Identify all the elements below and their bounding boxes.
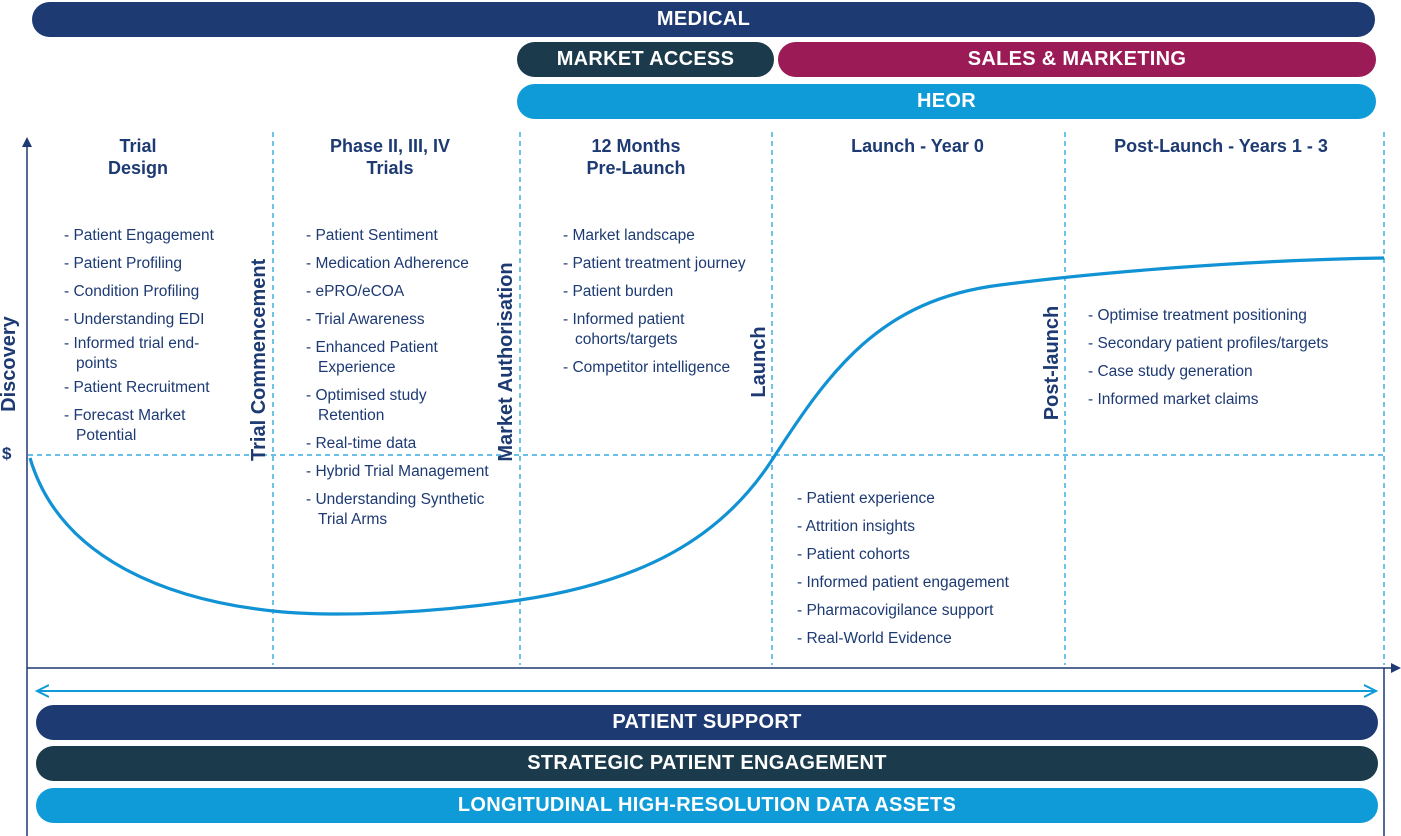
list-item: Case study generation <box>1088 362 1388 382</box>
list-item: Optimise treatment positioning <box>1088 306 1388 326</box>
phase-header-launch: Launch - Year 0 <box>780 135 1055 157</box>
phase-title-line1: 12 Months <box>591 136 681 156</box>
list-item: Patient treatment journey <box>563 254 753 274</box>
list-item: Trial Awareness <box>306 310 491 330</box>
phase-list-trial-design: Patient Engagement Patient Profiling Con… <box>64 226 234 454</box>
list-item: ePRO/eCOA <box>306 282 491 302</box>
band-medical: MEDICAL <box>32 2 1375 37</box>
list-item: Condition Profiling <box>64 282 234 302</box>
milestone-market-authorisation: Market Authorisation <box>495 262 517 462</box>
list-item: Patient Sentiment <box>306 226 491 246</box>
list-item: Informed market claims <box>1088 390 1388 410</box>
list-item: Forecast Market Potential <box>64 406 234 446</box>
list-item: Competitor intelligence <box>563 358 753 378</box>
phase-header-trials: Phase II, III, IV Trials <box>280 135 500 179</box>
milestone-post-launch: Post-launch <box>1041 305 1063 421</box>
phase-list-launch: Patient experience Attrition insights Pa… <box>797 489 1062 657</box>
list-item: Understanding Synthetic Trial Arms <box>306 490 491 530</box>
phase-title-line1: Trial <box>119 136 157 156</box>
phase-title-line1: Launch - Year 0 <box>851 136 984 156</box>
milestone-trial-commencement: Trial Commencement <box>248 258 270 461</box>
list-item: Patient Profiling <box>64 254 234 274</box>
list-item: Optimised study Retention <box>306 386 491 426</box>
band-market-access: MARKET ACCESS <box>517 42 774 77</box>
list-item: Understanding EDI <box>64 310 234 330</box>
band-data-assets: LONGITUDINAL HIGH-RESOLUTION DATA ASSETS <box>36 788 1378 823</box>
phase-title-line2: Trials <box>366 158 414 178</box>
phase-title-line1: Phase II, III, IV <box>329 136 451 156</box>
phase-title-line2: Pre-Launch <box>586 158 686 178</box>
list-item: Patient Recruitment <box>64 378 234 398</box>
band-heor: HEOR <box>517 84 1376 119</box>
list-item: Informed patient engagement <box>797 573 1062 593</box>
list-item: Patient experience <box>797 489 1062 509</box>
list-item: Attrition insights <box>797 517 1062 537</box>
band-sales-marketing: SALES & MARKETING <box>778 42 1376 77</box>
y-axis-label: Discovery <box>0 316 20 412</box>
list-item: Informed patient cohorts/targets <box>563 310 753 350</box>
list-item: Patient Engagement <box>64 226 234 246</box>
phase-title-line1: Post-Launch - Years 1 - 3 <box>1114 136 1328 156</box>
list-item: Hybrid Trial Management <box>306 462 491 482</box>
list-item: Market landscape <box>563 226 753 246</box>
phase-header-post-launch: Post-Launch - Years 1 - 3 <box>1070 135 1372 157</box>
list-item: Medication Adherence <box>306 254 491 274</box>
list-item: Secondary patient profiles/targets <box>1088 334 1388 354</box>
band-strategic-engagement: STRATEGIC PATIENT ENGAGEMENT <box>36 746 1378 781</box>
band-patient-support: PATIENT SUPPORT <box>36 705 1378 740</box>
list-item: Enhanced Patient Experience <box>306 338 491 378</box>
phase-header-pre-launch: 12 Months Pre-Launch <box>530 135 742 179</box>
list-item: Real-World Evidence <box>797 629 1062 649</box>
phase-list-post-launch: Optimise treatment positioning Secondary… <box>1088 306 1388 418</box>
phase-list-trials: Patient Sentiment Medication Adherence e… <box>306 226 491 538</box>
list-item: Real-time data <box>306 434 491 454</box>
phase-list-pre-launch: Market landscape Patient treatment journ… <box>563 226 753 386</box>
phase-header-trial-design: Trial Design <box>38 135 238 179</box>
list-item: Informed trial end-points <box>64 334 234 374</box>
list-item: Patient burden <box>563 282 753 302</box>
lifecycle-curve <box>28 256 1385 616</box>
dollar-label: $ <box>2 444 12 463</box>
list-item: Pharmacovigilance support <box>797 601 1062 621</box>
list-item: Patient cohorts <box>797 545 1062 565</box>
phase-title-line2: Design <box>107 158 168 178</box>
